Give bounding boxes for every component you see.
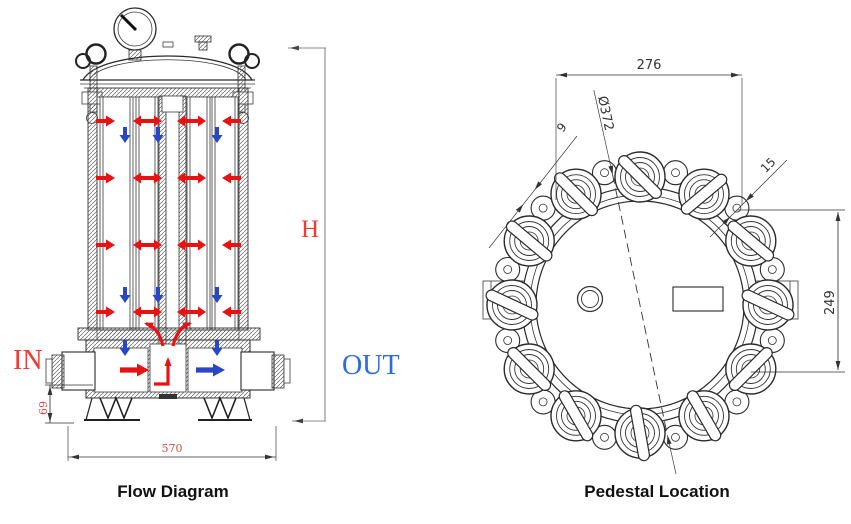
pedestal-location-figure: Ø372 276 9 15 <box>482 58 845 501</box>
dim-15-text: 15 <box>758 155 779 176</box>
pedestal-location-caption: Pedestal Location <box>584 482 729 501</box>
outlet-pipe <box>240 351 275 391</box>
filter-cartridges <box>99 96 239 331</box>
outlet-label: OUT <box>342 350 400 381</box>
flow-diagram-figure: 69 570 H IN OUT Flow Diagram <box>13 7 400 501</box>
dim-570-text: 570 <box>162 442 183 455</box>
bottom-flange <box>77 327 261 341</box>
drain-plug <box>159 394 177 399</box>
dim-bolt-circle-dia: Ø372 <box>593 89 677 475</box>
dim-vertical-span: 249 <box>736 209 845 373</box>
gauge-port <box>576 285 604 313</box>
inlet-curved-arrows <box>145 321 191 386</box>
dim-bolt-span: 276 <box>555 58 743 205</box>
nameplate <box>672 286 724 312</box>
pressure-gauge <box>113 7 157 61</box>
dim-overall-height: H <box>288 45 326 424</box>
dim-inlet-height: 69 <box>37 384 93 424</box>
shell-wall-left <box>87 87 98 331</box>
shell-wall-right <box>238 87 249 331</box>
dim-276-text: 276 <box>637 58 662 73</box>
dim-69-text: 69 <box>37 401 50 415</box>
center-standpipe <box>158 95 187 346</box>
inlet-label: IN <box>13 345 43 376</box>
vessel-dome <box>80 35 255 89</box>
flow-diagram-caption: Flow Diagram <box>117 482 228 501</box>
dim-249-text: 249 <box>823 290 838 315</box>
inlet-pipe <box>61 351 96 391</box>
dim-9-text: 9 <box>554 120 570 135</box>
height-label: H <box>301 216 319 243</box>
support-legs <box>84 395 252 421</box>
vent-plug-icon <box>194 35 212 43</box>
dim-base-width: 570 <box>67 426 277 461</box>
dim-372-text: Ø372 <box>594 95 616 132</box>
dome-nub <box>162 41 174 48</box>
